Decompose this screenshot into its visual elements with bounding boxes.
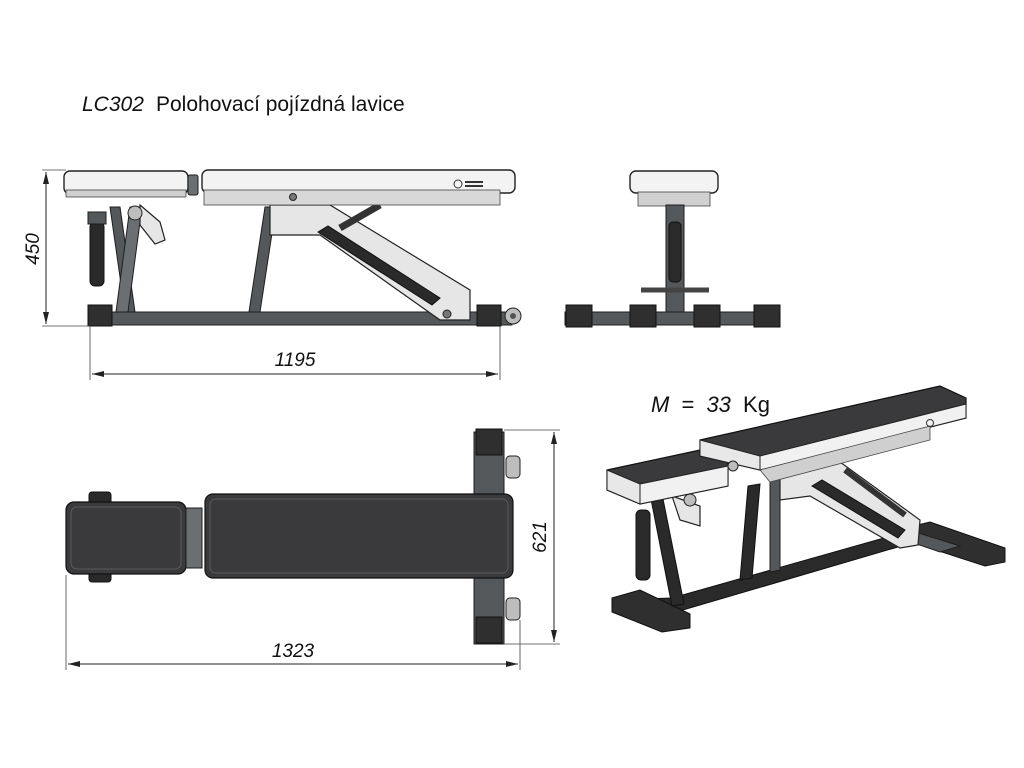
side-gas-strut — [338, 201, 382, 232]
iso-adjust-ladder — [811, 479, 906, 539]
top-rear-foot-2 — [475, 616, 503, 644]
iso-middle-leg — [739, 483, 761, 581]
side-plate-bolt — [442, 309, 452, 319]
length-side-arrow-left — [92, 371, 104, 377]
model-code: LC302 — [82, 93, 144, 116]
mass-label: M = 33 Kg — [651, 392, 770, 417]
front-seat-bracket — [637, 191, 711, 207]
iso-seat-side-face — [639, 465, 729, 505]
width-arrow-top — [551, 432, 557, 444]
width-dim-label: 621 — [530, 521, 551, 553]
side-front-foot — [87, 304, 113, 327]
iso-logo-mark — [926, 419, 934, 427]
front-foot-2 — [629, 304, 657, 328]
top-seat-pad-edge — [70, 506, 182, 570]
length-top-arrow-right — [506, 661, 518, 667]
side-logo-text-2 — [465, 185, 483, 187]
top-wheel-1 — [505, 455, 521, 479]
front-view — [564, 170, 781, 328]
iso-hinge-bolt — [727, 460, 739, 472]
side-hinge-knob — [127, 205, 143, 221]
side-adjust-ladder — [317, 225, 441, 306]
side-handle-cap — [87, 211, 107, 225]
front-base-rail — [564, 311, 778, 326]
side-back-bolt — [289, 193, 297, 201]
iso-adjust-handle — [635, 509, 651, 581]
front-handle — [668, 221, 682, 283]
side-seat-board — [65, 189, 187, 198]
width-arrow-bottom — [551, 630, 557, 642]
top-wheel-2 — [505, 597, 521, 621]
mass-equals: = — [681, 392, 694, 417]
drawing-title: LC302 Polohovací pojízdná lavice — [82, 93, 405, 116]
iso-back-board — [759, 425, 931, 483]
side-wheel-hub — [510, 313, 516, 319]
mass-symbol: M — [651, 392, 670, 417]
length-top-dim-label: 1323 — [272, 641, 315, 662]
top-back-pad — [204, 493, 514, 579]
front-foot-1 — [565, 304, 593, 328]
iso-back-side-face — [759, 403, 967, 471]
length-top-arrow-left — [68, 661, 80, 667]
height-arrow-bottom — [43, 312, 49, 324]
iso-gas-strut — [843, 467, 907, 518]
mass-unit: Kg — [743, 392, 770, 417]
mass-value: 33 — [706, 392, 731, 417]
model-name: Polohovací pojízdná lavice — [156, 93, 405, 116]
iso-front-foot — [611, 589, 691, 633]
top-hinge-block — [185, 507, 203, 569]
side-adjust-handle — [89, 221, 105, 287]
side-hinge-cam — [139, 203, 166, 245]
height-arrow-top — [43, 172, 49, 184]
front-foot-3 — [693, 304, 721, 328]
svg-text:M = 33 Kg: M = 33 Kg — [651, 392, 770, 417]
side-back-board — [203, 189, 501, 206]
side-logo-text-1 — [465, 181, 483, 183]
iso-middle-leg-brace — [769, 477, 781, 573]
side-rear-foot — [476, 304, 502, 327]
length-side-arrow-right — [486, 371, 498, 377]
front-cushion — [629, 170, 719, 194]
side-seat-hinge — [187, 174, 199, 196]
side-logo-mark — [453, 179, 463, 189]
length-side-dim-label: 1195 — [275, 350, 316, 371]
top-rear-foot-1 — [475, 428, 503, 456]
top-seat-pad — [65, 501, 187, 575]
iso-hinge-knob — [683, 493, 697, 507]
top-view: 621 1323 — [65, 428, 560, 670]
front-foot-4 — [753, 304, 781, 328]
top-back-pad-edge — [209, 498, 509, 574]
side-view: 450 1195 — [23, 169, 522, 380]
isometric-view — [606, 385, 1006, 633]
height-dim-label: 450 — [23, 233, 44, 265]
